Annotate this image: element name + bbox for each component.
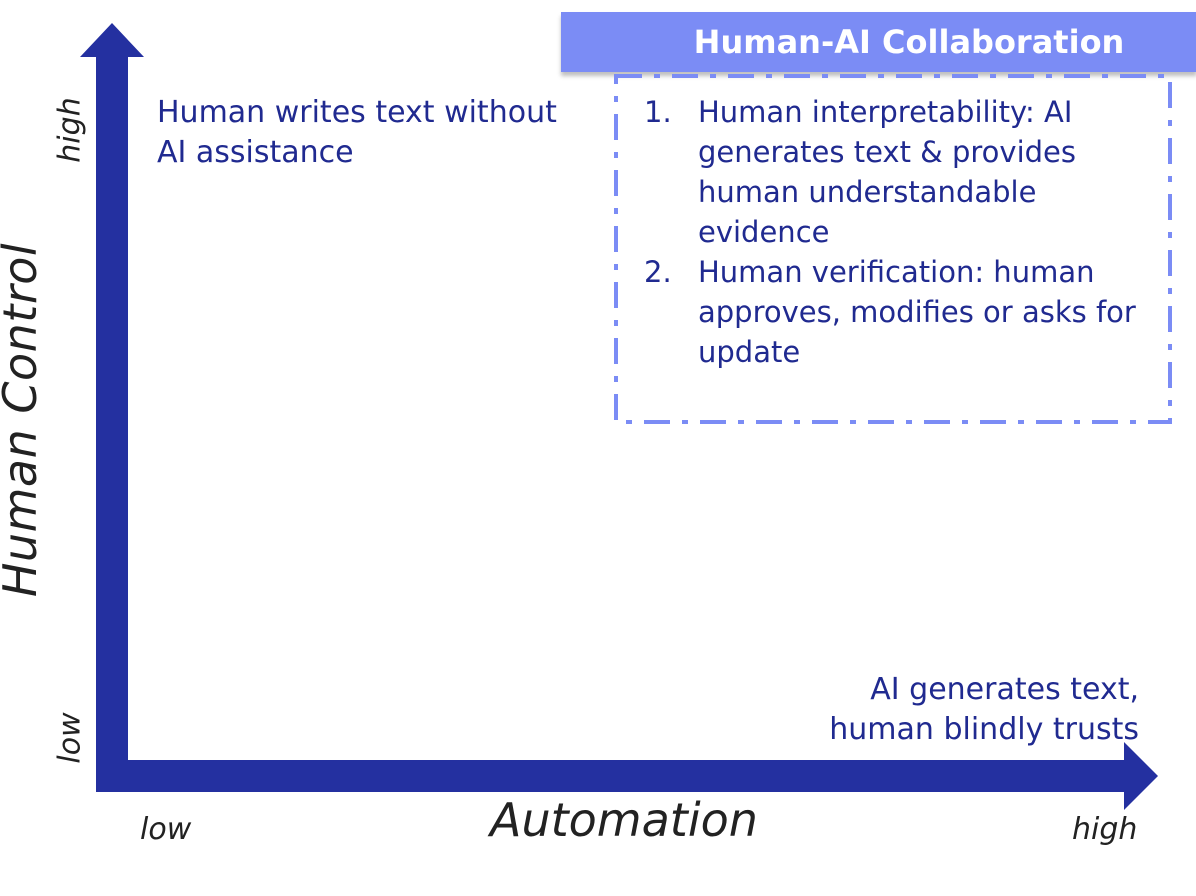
collaboration-title: Human-AI Collaboration [693, 23, 1125, 61]
collaboration-item-number: 2. [644, 255, 672, 289]
x-axis-low-label: low [140, 812, 192, 847]
collaboration-item-text: Human interpretability: AI generates tex… [698, 95, 1077, 249]
collaboration-item-2: 2. Human verification: human approves, m… [644, 252, 1164, 372]
collaboration-list: 1. Human interpretability: AI generates … [644, 92, 1164, 372]
dash-dot-border [614, 74, 1172, 424]
collaboration-item-number: 1. [644, 95, 672, 129]
collaboration-box: 1. Human interpretability: AI generates … [614, 74, 1172, 424]
x-axis-arrow [96, 742, 1158, 810]
quadrant-bottom-right-text: AI generates text, human blindly trusts [829, 670, 1139, 750]
collaboration-header: Human-AI Collaboration [561, 12, 1196, 72]
y-axis-arrow [80, 23, 144, 790]
x-axis-label: Automation [490, 793, 758, 847]
collaboration-item-text: Human verification: human approves, modi… [698, 255, 1136, 369]
quadrant-top-left-text: Human writes text without AI assistance [157, 95, 557, 170]
x-axis-high-label: high [1072, 812, 1138, 847]
collaboration-item-1: 1. Human interpretability: AI generates … [644, 92, 1164, 252]
quadrant-bottom-right-line-1: AI generates text, [870, 672, 1139, 707]
quadrant-bottom-right-line-2: human blindly trusts [829, 712, 1139, 747]
